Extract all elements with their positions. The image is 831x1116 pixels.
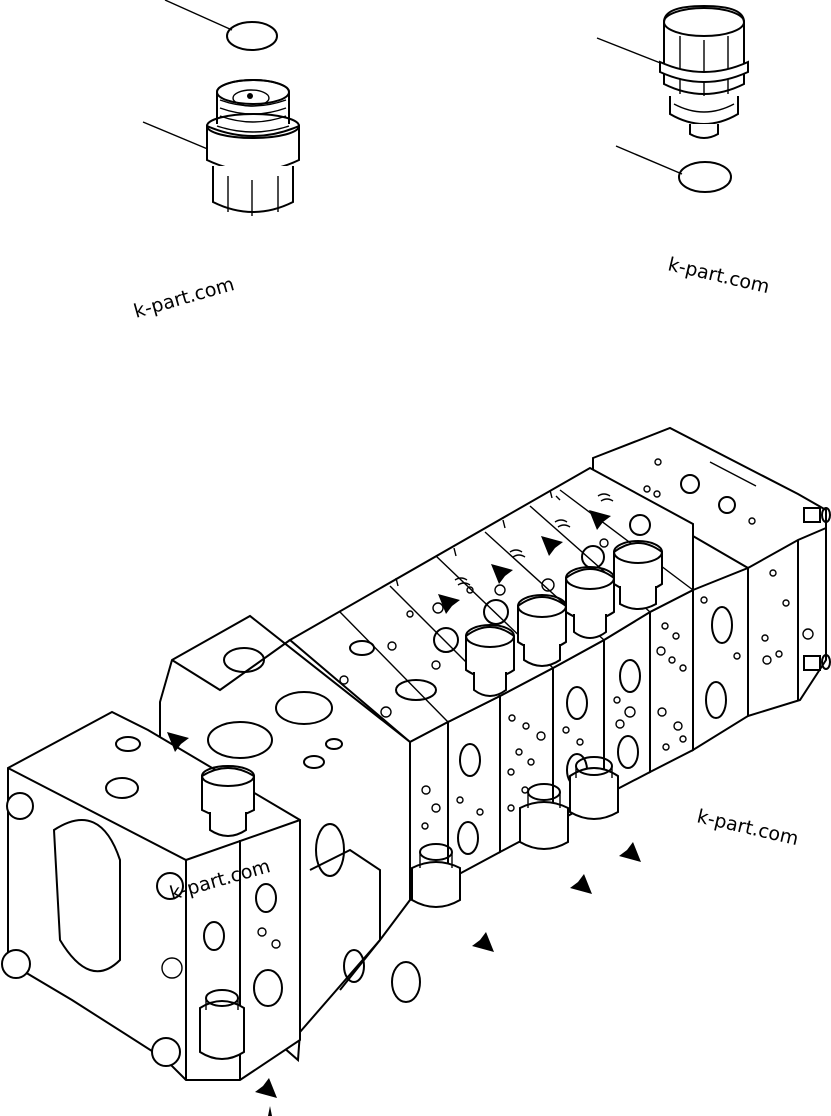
relief-valve-front-2 (519, 783, 569, 850)
arrow-icon (268, 1106, 272, 1116)
o-ring-lower-right (615, 145, 732, 193)
arrow-icon (589, 510, 623, 540)
relief-valve-top-3 (565, 566, 615, 639)
valve-plug-left (142, 79, 300, 216)
arrow-icon (607, 832, 641, 862)
arrow-icon (541, 536, 575, 566)
arrow-icon (438, 594, 472, 624)
arrow-icon (558, 864, 592, 894)
arrow-icon (243, 1068, 277, 1098)
relief-valve-bottom-left (199, 989, 245, 1060)
watermark-text: k-part.com (666, 253, 772, 298)
relief-valve-top-2 (517, 594, 567, 667)
plugs-on-valve (199, 540, 663, 1060)
arrow-icon (491, 564, 525, 594)
leader-ticks (395, 489, 614, 587)
arrow-icon (460, 922, 494, 952)
relief-valve-front-1 (411, 843, 461, 908)
arrow-icon (167, 732, 201, 762)
control-valve-assembly (1, 426, 831, 1081)
watermark-text: k-part.com (131, 273, 237, 323)
relief-valve-front-3 (569, 756, 619, 820)
relief-valve-left-top (201, 765, 255, 837)
watermark-text: k-part.com (695, 805, 801, 850)
indicator-arrows (167, 510, 641, 1116)
relief-valve-top-4 (613, 540, 663, 610)
o-ring-upper-left (164, 0, 278, 51)
relief-valve-top-1 (465, 624, 515, 697)
valve-plug-right (596, 4, 749, 139)
